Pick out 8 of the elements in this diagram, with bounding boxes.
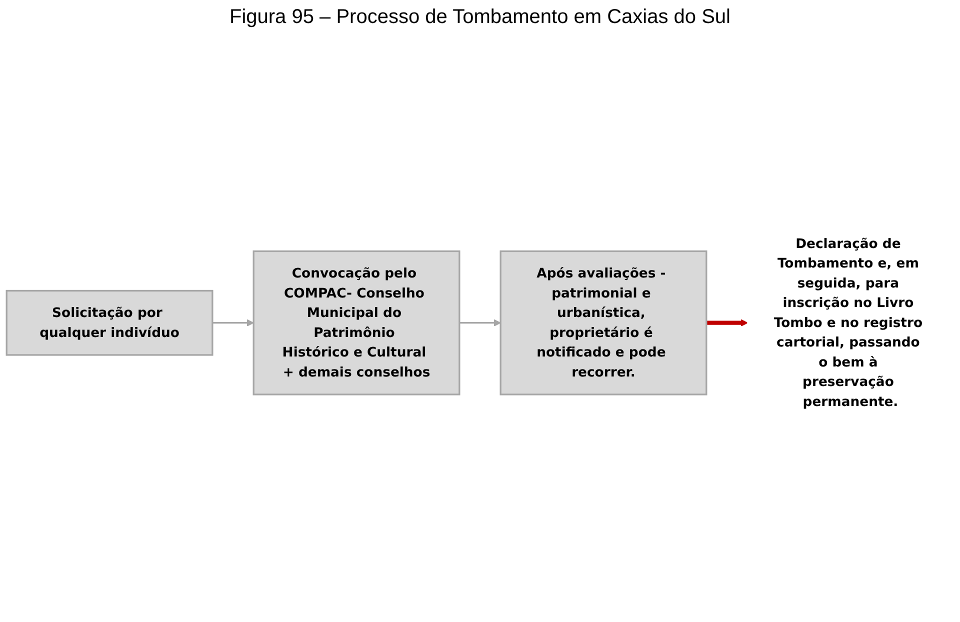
- figure-title: Figura 95 – Processo de Tombamento em Caxias do Sul: [228, 6, 732, 29]
- arrow: [706, 319, 748, 327]
- node-box: Convocação pelo COMPAC- Conselho Municipal do Patrimônio Histórico e Cultural + demais conselhos: [252, 250, 460, 396]
- node-text: Declaração de Tombamento e, em seguida, para inscrição no Livro Tombo e no registro cartorial, passando o bem à preservação permanente.: [774, 236, 923, 410]
- node-box: Após avaliações - patrimonial e urbanística, proprietário é notificado e pode recorrer.: [500, 250, 708, 396]
- arrow: [459, 319, 501, 327]
- node-box: Solicitação por qualquer indivíduo: [6, 290, 214, 356]
- arrow: [212, 319, 254, 327]
